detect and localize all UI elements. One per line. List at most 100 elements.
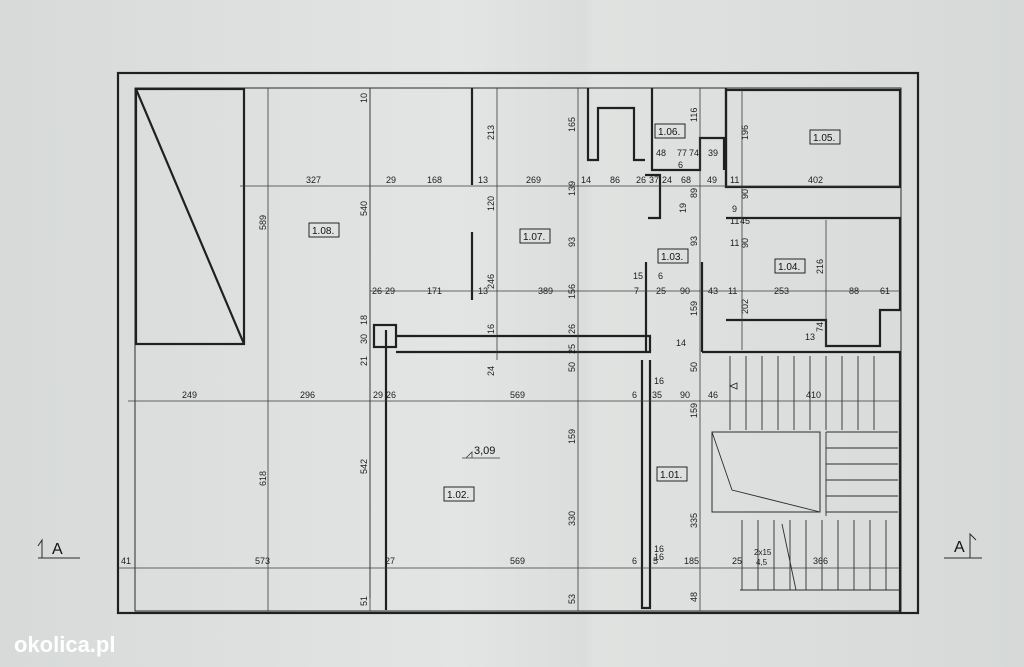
- room-104-label: 1.04.: [778, 262, 800, 273]
- dim-v159c: 159: [689, 403, 699, 418]
- dim-26: 26: [636, 175, 646, 185]
- dim-v90: 90: [740, 189, 750, 199]
- dim-row-4: 41 573 27 569 6 5 185 25 366: [121, 556, 828, 566]
- dim-24: 24: [662, 175, 672, 185]
- dim-v93b: 93: [689, 236, 699, 246]
- dim-v335: 335: [689, 513, 699, 528]
- dim-v139: 139: [567, 181, 577, 196]
- dim-49: 49: [707, 175, 717, 185]
- dim-573: 573: [255, 556, 270, 566]
- dim-6d: 6: [658, 271, 663, 281]
- dim-v48: 48: [689, 592, 699, 602]
- room-labels: 1.08. 1.07. 1.06. 1.05. 1.03. 1.04. 1.02…: [308, 123, 841, 502]
- dim-249: 249: [182, 390, 197, 400]
- dim-v196: 196: [740, 125, 750, 140]
- wall-f: [640, 360, 652, 610]
- dim-185: 185: [684, 556, 699, 566]
- stair-wall: [702, 350, 902, 612]
- dim-26b: 26: [372, 286, 382, 296]
- dim-29b: 29: [385, 286, 395, 296]
- dim-row-2: 26 29 171 13 389 7 25 90 43 11 253 88 61: [372, 286, 890, 296]
- dim-misc: 48 77 74 39 6 9 11 45 11 15 6 16 14 16 1…: [633, 148, 815, 567]
- section-left-label: A: [52, 541, 63, 558]
- dim-vertical: 589 618 10 540 18 30 21 542 51 213 120 2…: [258, 93, 825, 606]
- watermark-logo: okolica.pl: [14, 632, 115, 657]
- dim-13c: 13: [805, 332, 815, 342]
- dim-6b: 6: [632, 556, 637, 566]
- section-marker-left: A: [37, 538, 80, 559]
- dim-366: 366: [813, 556, 828, 566]
- dim-77: 77: [677, 148, 687, 158]
- dim-v19: 19: [678, 203, 688, 213]
- dim-68: 68: [681, 175, 691, 185]
- dim-43: 43: [708, 286, 718, 296]
- dim-61: 61: [880, 286, 890, 296]
- dim-25b: 25: [732, 556, 742, 566]
- dim-41: 41: [121, 556, 131, 566]
- dim-v25: 25: [567, 344, 577, 354]
- dim-v116: 116: [689, 108, 699, 122]
- dim-11d: 11: [730, 238, 739, 248]
- dim-86: 86: [610, 175, 620, 185]
- dim-v159b: 159: [689, 301, 699, 316]
- room-101-label: 1.01.: [660, 470, 682, 481]
- dim-11: 11: [730, 175, 739, 185]
- dim-14: 14: [581, 175, 591, 185]
- dim-15: 15: [633, 271, 643, 281]
- room-105-label: 1.05.: [813, 133, 835, 144]
- dim-46: 46: [708, 390, 718, 400]
- dim-11b: 11: [728, 286, 737, 296]
- dim-48: 48: [656, 148, 666, 158]
- dim-569: 569: [510, 390, 525, 400]
- dim-v16: 16: [486, 324, 496, 334]
- dim-11c: 11: [730, 216, 739, 226]
- staircase: [711, 356, 900, 591]
- dim-45: 45: [740, 216, 750, 226]
- room-103-label: 1.03.: [661, 252, 683, 263]
- dim-v24: 24: [486, 366, 496, 376]
- shaft-block: [134, 87, 246, 346]
- dim-6: 6: [632, 390, 637, 400]
- dim-v26: 26: [567, 324, 577, 334]
- dim-v50: 50: [567, 362, 577, 372]
- room-107-label: 1.07.: [523, 232, 545, 243]
- dim-296: 296: [300, 390, 315, 400]
- dim-v89: 89: [689, 188, 699, 198]
- section-marker-right: A: [944, 532, 982, 559]
- dim-29: 29: [386, 175, 396, 185]
- dim-90b: 90: [680, 390, 690, 400]
- elevation-mark: 3,09: [462, 445, 500, 459]
- dim-v53: 53: [567, 594, 577, 604]
- dim-327: 327: [306, 175, 321, 185]
- dim-v165: 165: [567, 117, 577, 132]
- dim-90: 90: [680, 286, 690, 296]
- dim-389: 389: [538, 286, 553, 296]
- dim-v540: 540: [359, 201, 369, 216]
- dim-v30: 30: [359, 334, 369, 344]
- dim-7: 7: [634, 286, 639, 296]
- dim-v330: 330: [567, 511, 577, 526]
- dim-37: 37: [649, 175, 659, 185]
- dim-14: 14: [676, 338, 686, 348]
- dim-618: 618: [258, 471, 268, 486]
- dim-410: 410: [806, 390, 821, 400]
- dim-13: 13: [478, 175, 488, 185]
- dim-v156: 156: [567, 284, 577, 299]
- dim-v120: 120: [486, 196, 496, 211]
- dim-13b: 13: [478, 286, 488, 296]
- dim-589: 589: [258, 215, 268, 230]
- room-105-wall: [724, 88, 902, 189]
- dim-16c: 16: [654, 552, 664, 562]
- dim-v51: 51: [359, 596, 369, 606]
- dim-row-3: 249 296 29 26 569 6 35 90 46 410: [182, 390, 821, 400]
- dim-39: 39: [708, 148, 718, 158]
- wall-d: [645, 173, 662, 220]
- dim-row-1: 327 29 168 13 269 14 86 26 37 24 68 49 1…: [306, 175, 823, 185]
- beam: [396, 334, 652, 354]
- dim-253: 253: [774, 286, 789, 296]
- dim-v74: 74: [815, 322, 825, 332]
- dim-402: 402: [808, 175, 823, 185]
- dim-v18: 18: [359, 315, 369, 325]
